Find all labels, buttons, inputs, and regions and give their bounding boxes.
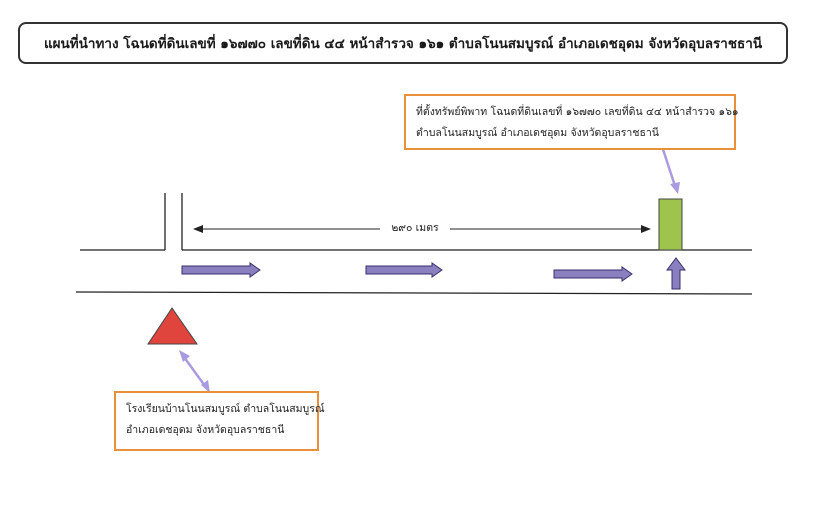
road-bottom-edge bbox=[75, 291, 753, 295]
callout-bottom-line-1: โรงเรียนบ้านโนนสมบูรณ์ ตำบลโนนสมบูรณ์ bbox=[126, 403, 325, 415]
map-title: แผนที่นำทาง โฉนดที่ดินเลขที่ ๑๖๗๗๐ เลขที… bbox=[18, 22, 788, 64]
school-callout: โรงเรียนบ้านโนนสมบูรณ์ ตำบลโนนสมบูรณ์ อำ… bbox=[114, 391, 325, 451]
direction-arrow-1 bbox=[181, 262, 261, 278]
school-marker-triangle bbox=[147, 307, 198, 345]
distance-arrowhead-left bbox=[193, 225, 203, 233]
callout-top-pointer-head-end bbox=[670, 182, 680, 194]
disputed-land-plot bbox=[658, 198, 683, 251]
direction-arrow-up bbox=[666, 257, 686, 290]
callout-bottom-pointer bbox=[182, 356, 207, 387]
callout-top-line-1: ที่ตั้งทรัพย์พิพาท โฉนดที่ดินเลขที่ ๑๖๗๗… bbox=[416, 106, 739, 118]
callout-bottom-pointer-head-end bbox=[201, 380, 210, 393]
callout-bottom-line-2: อำเภอเดชอุดม จังหวัดอุบลราชธานี bbox=[126, 424, 285, 436]
callout-top-line-2: ตำบลโนนสมบูรณ์ อำเภอเดชอุดม จังหวัดอุบลร… bbox=[416, 127, 659, 139]
direction-arrow-2 bbox=[365, 262, 443, 278]
callout-bottom-pointer-head-start bbox=[179, 350, 190, 362]
distance-label: ๒๙๐ เมตร bbox=[380, 220, 450, 236]
distance-arrowhead-right bbox=[641, 225, 651, 233]
disputed-property-callout: ที่ตั้งทรัพย์พิพาท โฉนดที่ดินเลขที่ ๑๖๗๗… bbox=[404, 94, 739, 150]
direction-arrow-3 bbox=[553, 266, 633, 282]
